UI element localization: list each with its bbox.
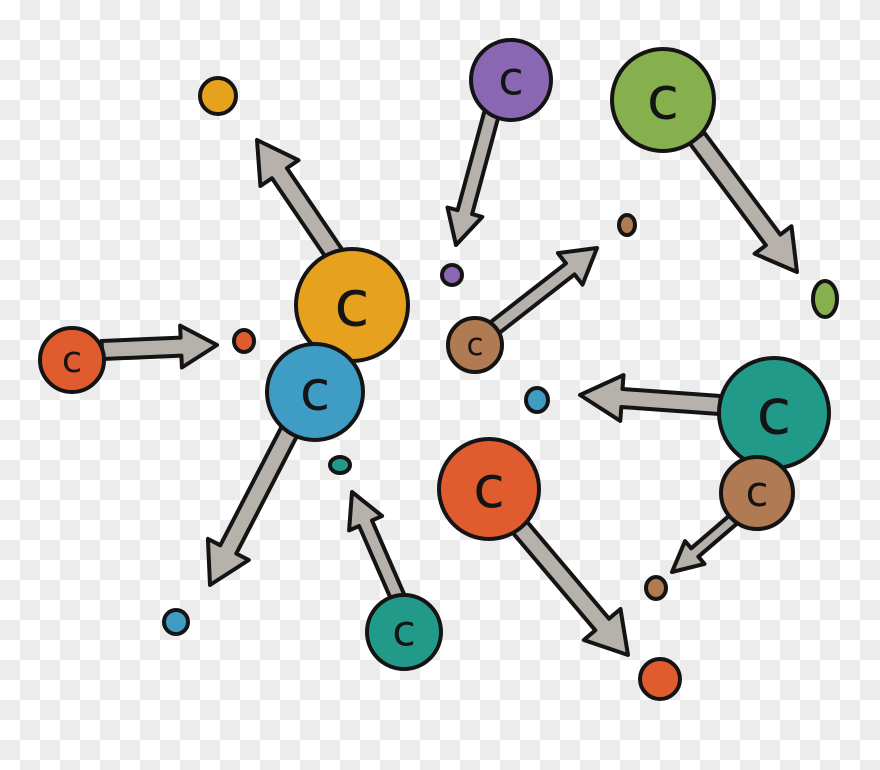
atom-letter: c [334,266,369,341]
atom-circle [365,593,443,671]
arrow-down-left [205,423,300,587]
atom-letter: c [466,327,483,363]
atom-letter: c [647,65,679,133]
atom-letter: c [498,52,523,106]
arrow-teal-up [347,490,408,605]
atom-circle [469,38,553,122]
carbon-atom-orange-center: c [294,247,410,363]
arrows-layer [99,108,799,657]
arrow-purple-down [445,108,502,247]
atom-circle [610,47,716,153]
arrow-brown-up [481,246,599,341]
arrow-green-down [687,130,799,274]
arrow-teal-left [578,373,723,423]
carbon-atom-red-left: c [38,326,106,394]
arrow-left-right [99,323,219,370]
particle-red-bottom [638,657,682,701]
atom-letter: c [392,607,415,656]
particle-green [811,279,839,319]
atom-letter: c [473,454,505,521]
particle-teal-small [328,455,352,475]
particle-brown-bottom [644,575,668,601]
carbon-atom-brown-right: c [719,455,795,531]
carbon-atom-brown-center: c [446,316,504,374]
atom-letter: c [300,360,330,424]
atom-circle [38,326,106,394]
atom-letter: c [757,374,792,448]
carbon-atom-red-bottom: c [437,437,541,541]
particle-brown-top [617,213,637,237]
carbon-atom-blue-center: c [265,342,365,442]
particle-purple [440,263,464,287]
atom-circle [446,316,504,374]
carbon-atom-purple: c [469,38,553,122]
atom-circle [719,455,795,531]
arrow-up-left [255,138,345,263]
atom-circle [265,342,365,442]
arrow-red-down [509,517,630,657]
particle-red-left [232,328,256,354]
carbon-atom-teal-bottom: c [365,593,443,671]
atom-letter: c [62,338,82,381]
atom-letter: c [746,468,769,516]
particle-blue-center [524,386,550,414]
carbon-atom-green: c [610,47,716,153]
particles-layer [162,76,839,701]
particle-orange [198,76,238,116]
particle-blue-bottom [162,608,190,636]
arrow-brown-small [670,511,741,574]
carbon-atom-teal-right: c [717,356,831,470]
atom-circle [437,437,541,541]
